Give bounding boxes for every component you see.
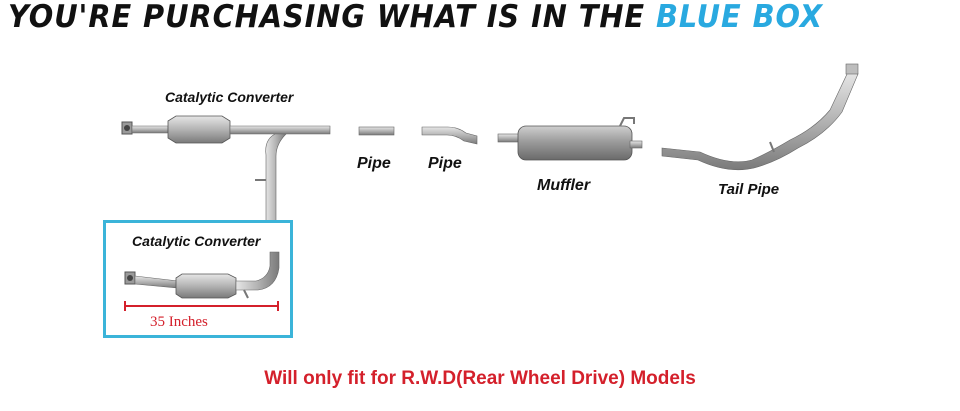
fitment-note: Will only fit for R.W.D(Rear Wheel Drive… (264, 368, 696, 389)
headline-text: YOU'RE PURCHASING WHAT IS IN THE (8, 0, 657, 35)
muffler-part (497, 117, 643, 161)
measurement-bar (124, 301, 279, 311)
label-muffler: Muffler (537, 177, 591, 194)
catalytic-converter-boxed-part (124, 251, 280, 299)
pipe-1-part (358, 126, 395, 136)
headline: YOU'RE PURCHASING WHAT IS IN THE BLUE BO… (8, 0, 823, 34)
label-catalytic-converter-main: Catalytic Converter (165, 89, 294, 105)
pipe-2-part (421, 126, 478, 145)
label-pipe-2: Pipe (428, 155, 462, 172)
catalytic-converter-main-part (121, 115, 331, 223)
label-catalytic-converter-boxed: Catalytic Converter (132, 233, 261, 249)
tail-pipe-part (661, 63, 859, 171)
label-tail-pipe: Tail Pipe (718, 181, 780, 198)
headline-highlight: BLUE BOX (656, 0, 824, 35)
label-pipe-1: Pipe (357, 155, 391, 172)
purchase-highlight-box (103, 220, 293, 338)
measurement-label: 35 Inches (150, 314, 208, 330)
